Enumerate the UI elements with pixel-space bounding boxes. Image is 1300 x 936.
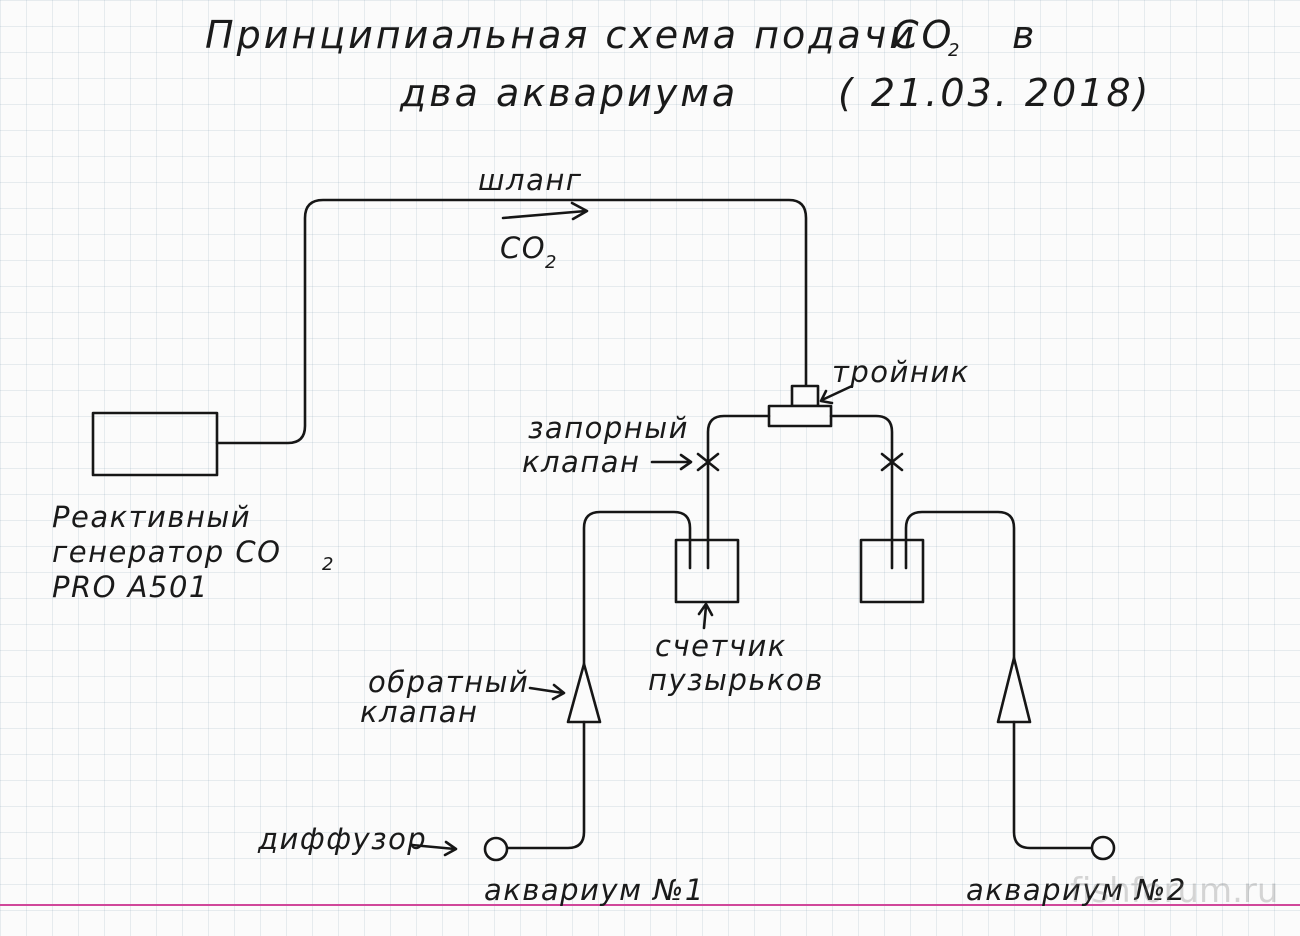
hose-to-diffuser-1 xyxy=(505,720,586,850)
title-line-1: Принципиальная схема подачи xyxy=(205,13,917,57)
hose-label: шланг xyxy=(478,163,583,197)
flow-co2-label: СО xyxy=(500,231,546,265)
flow-arrow-icon xyxy=(501,209,588,220)
counter-label-line-2: пузырьков xyxy=(648,663,824,697)
diffuser-label: диффузор xyxy=(257,822,427,856)
counter-pointer-arrowhead-icon xyxy=(697,602,714,617)
check-valve-2-icon xyxy=(996,656,1032,724)
title-line-2: два аквариума xyxy=(399,71,738,115)
check-valve-label-line-1: обратный xyxy=(368,665,529,699)
main-hose xyxy=(215,198,808,445)
right-branch-hose xyxy=(829,414,894,570)
right-counter-outlet-hose xyxy=(904,510,1016,662)
bubble-counter-right xyxy=(859,538,925,604)
shutoff-label-line-2: клапан xyxy=(522,445,641,479)
watermark: fishforum.ru xyxy=(1070,871,1278,911)
bubble-counter-left xyxy=(674,538,740,604)
shutoff-label-line-1: запорный xyxy=(528,411,689,445)
right-shutoff-valve-icon xyxy=(880,452,904,472)
counter-label-line-1: счетчик xyxy=(655,629,787,663)
title-date: ( 21.03. 2018) xyxy=(838,71,1151,115)
title-co2: СО xyxy=(892,13,954,57)
diffuser-pointer-arrow xyxy=(410,843,457,851)
left-shutoff-valve-icon xyxy=(696,452,720,472)
check-valve-label-line-2: клапан xyxy=(360,695,479,729)
diffuser-pointer-arrowhead-icon xyxy=(443,840,458,857)
tee-pointer-arrow xyxy=(820,384,854,402)
co2-generator-box xyxy=(91,411,219,477)
flow-arrowhead-icon xyxy=(570,201,589,221)
generator-label-line-2: генератор СО xyxy=(52,535,281,569)
check-valve-1-icon xyxy=(566,662,602,724)
flow-co2-subscript: 2 xyxy=(545,252,556,273)
check-valve-pointer-arrowhead-icon xyxy=(551,683,566,701)
aquarium-1-label: аквариум №1 xyxy=(484,873,705,907)
generator-label-line-1: Реактивный xyxy=(52,500,251,534)
title-line-1-tail: в xyxy=(1012,13,1037,57)
tee-stem xyxy=(790,384,820,408)
check-valve-pointer-arrow xyxy=(528,686,565,695)
aquarium-2-label: аквариум №2 xyxy=(966,873,1187,907)
generator-label-line-3: PRO A501 xyxy=(52,570,209,604)
diffuser-1-icon xyxy=(483,836,509,862)
diffuser-2-icon xyxy=(1090,835,1116,861)
left-counter-outlet-hose xyxy=(582,510,692,670)
tee-fitting xyxy=(767,404,833,428)
shutoff-pointer-arrowhead-icon xyxy=(679,453,693,471)
tee-pointer-arrowhead-icon xyxy=(819,389,834,405)
title-co2-subscript: 2 xyxy=(948,40,959,61)
counter-pointer-arrow xyxy=(702,604,708,630)
generator-co2-subscript: 2 xyxy=(322,554,333,575)
hose-to-diffuser-2 xyxy=(1012,720,1094,850)
tee-label: тройник xyxy=(832,355,970,389)
left-branch-hose xyxy=(706,414,771,570)
